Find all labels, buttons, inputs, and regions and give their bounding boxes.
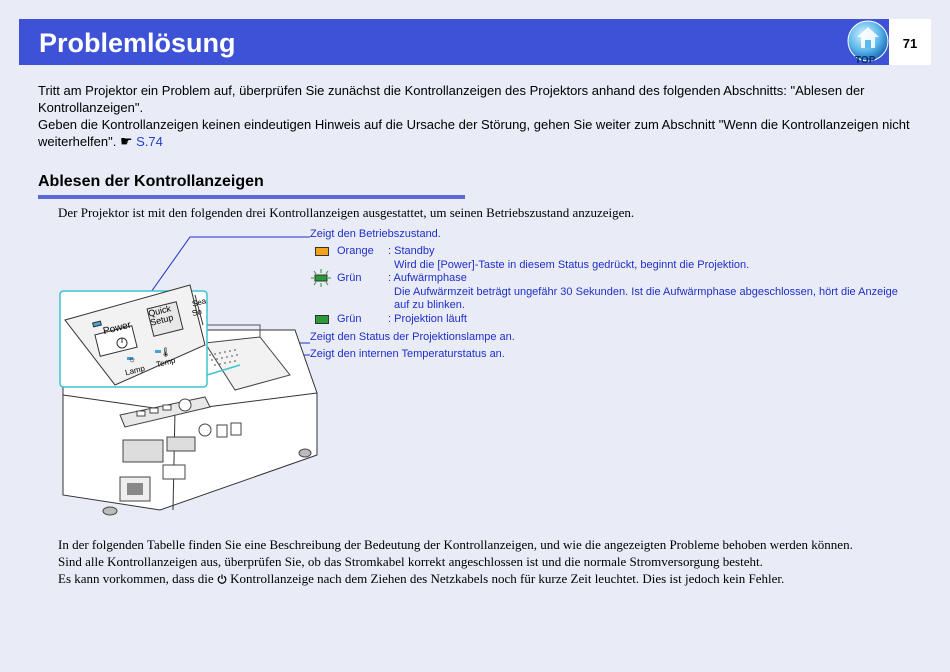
temp-indicator-title: Zeigt den internen Temperaturstatus an.	[310, 348, 505, 360]
lamp-icon: ☼	[128, 354, 137, 364]
green-blinking-led-icon	[311, 269, 331, 287]
green-label: Grün	[337, 313, 362, 325]
green-state: : Projektion läuft	[388, 313, 467, 325]
section-underline	[38, 195, 465, 199]
intro-line-2: Geben die Kontrollanzeigen keinen eindeu…	[38, 117, 910, 149]
power-icon	[217, 574, 227, 584]
bottom-line-3-start: Es kann vorkommen, dass die	[58, 571, 214, 586]
green-blink-label: Grün	[337, 272, 362, 284]
orange-led-icon	[315, 247, 329, 256]
green-blink-note-1: Die Aufwärmzeit beträgt ungefähr 30 Seku…	[394, 286, 898, 298]
section-heading: Ablesen der Kontrollanzeigen	[38, 173, 264, 190]
section-description: Der Projektor ist mit den folgenden drei…	[58, 205, 635, 220]
top-icon	[847, 20, 889, 62]
green-blink-note-2: auf zu blinken.	[394, 299, 465, 311]
bottom-text: In der folgenden Tabelle finden Sie eine…	[58, 536, 918, 587]
page-number: 71	[902, 36, 918, 51]
top-label: TOP	[855, 55, 876, 66]
intro-line-1: Tritt am Projektor ein Problem auf, über…	[38, 83, 865, 115]
pointing-hand-icon: ☛	[119, 133, 133, 149]
orange-label: Orange	[337, 245, 374, 257]
intro-text: Tritt am Projektor ein Problem auf, über…	[38, 82, 918, 150]
bottom-line-3-end: Kontrollanzeige nach dem Ziehen des Netz…	[230, 571, 785, 586]
green-blink-state: : Aufwärmphase	[388, 272, 467, 284]
green-led-icon	[315, 315, 329, 324]
projector-illustration	[59, 236, 318, 516]
orange-note: Wird die [Power]-Taste in diesem Status …	[394, 259, 750, 271]
top-button[interactable]: TOP	[846, 20, 890, 66]
bottom-line-2: Sind alle Kontrollanzeigen aus, überprüf…	[58, 554, 763, 569]
page-header: Problemlösung	[19, 19, 889, 65]
lamp-indicator-title: Zeigt den Status der Projektionslampe an…	[310, 331, 515, 343]
page-title: Problemlösung	[39, 28, 236, 58]
bottom-line-1: In der folgenden Tabelle finden Sie eine…	[58, 537, 853, 552]
page-ref-link[interactable]: S.74	[136, 134, 163, 149]
page-number-box: 71	[889, 19, 931, 65]
orange-state: : Standby	[388, 245, 435, 257]
thermometer-icon: 🌡	[160, 347, 172, 357]
status-indicator-title: Zeigt den Betriebszustand.	[310, 228, 441, 240]
